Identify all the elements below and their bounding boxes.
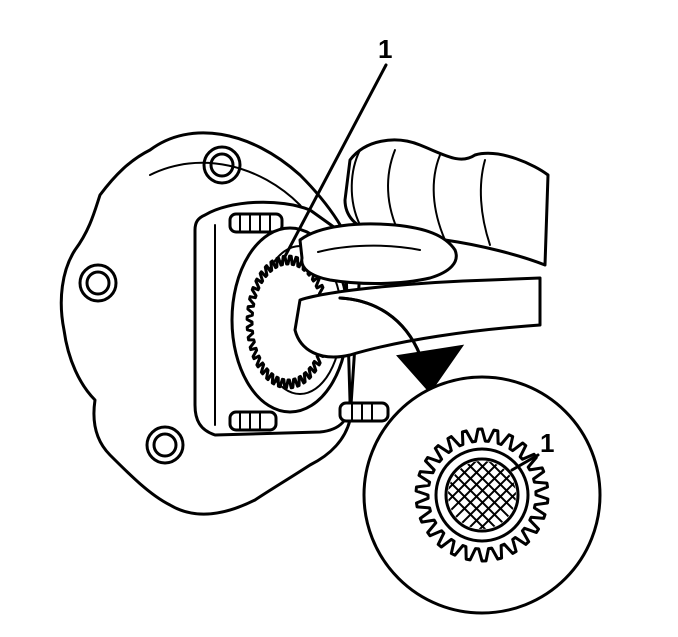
detail-arrow-head	[396, 344, 465, 394]
puller-jaw-detail	[317, 244, 421, 253]
wheel-stud-right	[338, 401, 390, 423]
lug-hole-bottom-inner	[152, 432, 178, 458]
wheel-studs	[228, 212, 390, 432]
callout-label-main: 1	[378, 34, 392, 64]
detail-spline-hatch	[448, 461, 516, 529]
axle-shaft	[293, 276, 542, 359]
lug-hole-bottom	[145, 425, 185, 465]
lug-hole-left	[78, 263, 118, 303]
callout-leader-main	[280, 63, 388, 264]
lug-hole-left-inner	[85, 270, 111, 296]
cv-boot-end	[350, 149, 361, 226]
lug-hole-top	[202, 145, 242, 185]
wheel-stud-lower	[228, 410, 278, 432]
detail-arrow-shaft-inner	[338, 296, 422, 357]
callout-leader-detail	[510, 453, 540, 472]
wheel-stud-upper	[228, 212, 284, 234]
callout-label-detail: 1	[540, 428, 554, 458]
puller-jaw	[298, 222, 458, 286]
detail-axle-end	[444, 457, 520, 533]
lug-holes	[78, 145, 242, 465]
lug-hole-top-inner	[209, 152, 235, 178]
